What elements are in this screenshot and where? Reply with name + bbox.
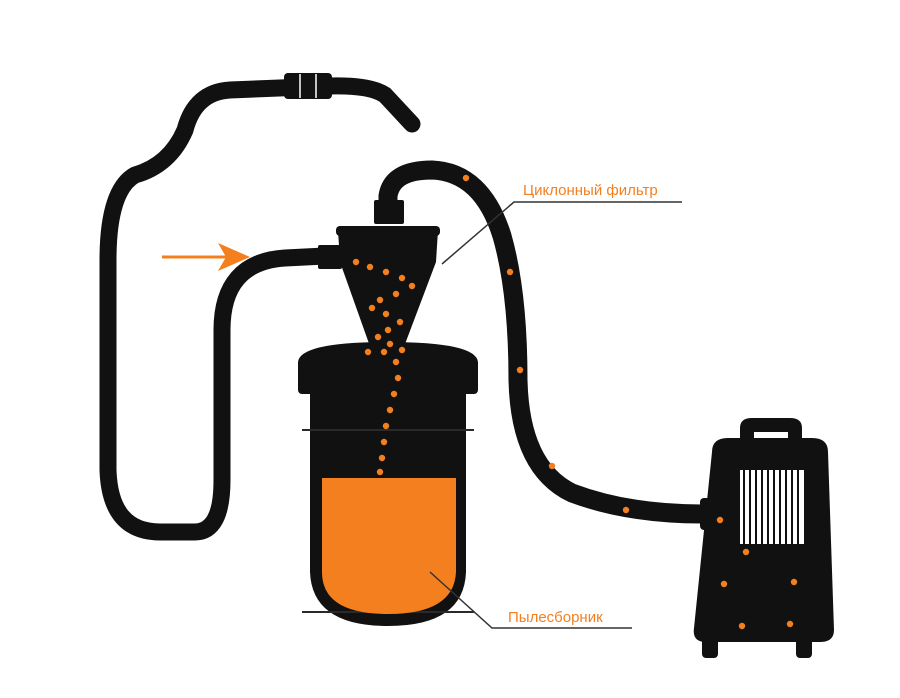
intake-hose <box>99 77 421 541</box>
cyclone-filter-label: Циклонный фильтр <box>523 182 658 199</box>
dust-bin-label: Пылесборник <box>508 609 603 626</box>
hose-coupling <box>284 73 332 99</box>
dust-bin-leader-line <box>429 571 632 629</box>
arrow-right-icon <box>162 243 250 271</box>
cyclone-leader-line <box>441 201 682 265</box>
outlet-connector <box>374 200 404 224</box>
outlet-hose <box>378 160 712 524</box>
collected-dust <box>322 478 456 614</box>
vacuum-cleaner-icon <box>693 418 834 658</box>
inlet-connector <box>318 245 342 269</box>
dust-particles <box>352 174 798 630</box>
